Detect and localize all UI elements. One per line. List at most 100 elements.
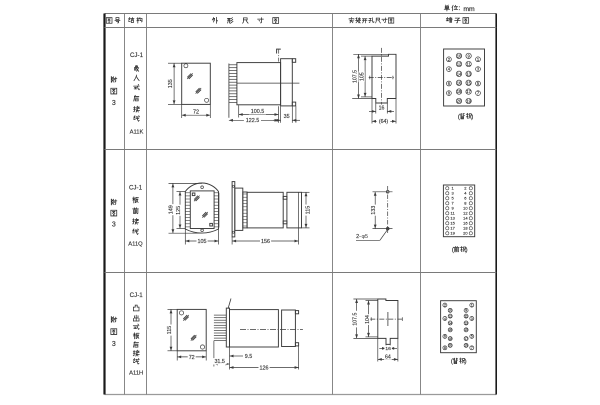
svg-text:1: 1 (477, 57, 480, 62)
svg-text:13: 13 (450, 216, 455, 221)
svg-text:107.5: 107.5 (352, 70, 358, 83)
svg-text:16: 16 (379, 106, 385, 112)
svg-text:17: 17 (464, 337, 468, 341)
svg-text:12: 12 (463, 211, 468, 216)
svg-text:35: 35 (284, 114, 290, 120)
svg-text:115: 115 (306, 206, 312, 215)
svg-text:4: 4 (448, 67, 451, 72)
svg-text:A11K: A11K (130, 129, 144, 135)
svg-text:11: 11 (466, 62, 471, 67)
svg-text:3: 3 (451, 191, 454, 196)
svg-text:19: 19 (450, 231, 455, 236)
svg-text:100.5: 100.5 (251, 109, 265, 115)
svg-text:1: 1 (451, 186, 454, 191)
svg-text:18: 18 (457, 89, 462, 94)
svg-text:CJ-1: CJ-1 (130, 292, 144, 299)
svg-text:13: 13 (466, 71, 471, 76)
svg-text:14: 14 (457, 71, 462, 76)
svg-text:9: 9 (451, 206, 454, 211)
svg-text:31.5: 31.5 (214, 359, 225, 365)
svg-text:20: 20 (457, 99, 462, 104)
svg-text:): ) (465, 247, 467, 254)
svg-text:18: 18 (448, 337, 452, 341)
svg-text:156: 156 (261, 239, 270, 245)
svg-text:72: 72 (189, 355, 195, 361)
svg-text:17: 17 (466, 89, 471, 94)
svg-text:4: 4 (444, 317, 446, 321)
svg-text:A11Q: A11Q (128, 241, 143, 247)
svg-text:19: 19 (464, 344, 468, 348)
svg-text:4: 4 (464, 191, 467, 196)
svg-text:135: 135 (168, 79, 174, 88)
svg-text:): ) (471, 113, 473, 120)
svg-text:11: 11 (451, 211, 456, 216)
svg-text:10: 10 (463, 206, 468, 211)
svg-text:5: 5 (477, 81, 480, 86)
svg-text:2: 2 (444, 303, 446, 307)
svg-text:149: 149 (169, 205, 175, 214)
svg-text:9.5: 9.5 (245, 354, 253, 360)
svg-text:122.5: 122.5 (246, 118, 260, 124)
svg-text:14: 14 (448, 321, 452, 325)
svg-text:115: 115 (167, 326, 173, 335)
svg-text:5: 5 (451, 196, 454, 201)
svg-text:14: 14 (463, 216, 468, 221)
svg-text:2-: 2- (356, 234, 361, 240)
svg-text:16: 16 (385, 346, 391, 352)
svg-text:15: 15 (450, 221, 455, 226)
svg-text:64: 64 (385, 354, 391, 360)
svg-text:12: 12 (457, 62, 462, 67)
svg-text:11: 11 (464, 314, 468, 318)
svg-text:107.5: 107.5 (353, 312, 359, 325)
svg-text:20: 20 (463, 231, 468, 236)
svg-text:72: 72 (193, 109, 199, 115)
svg-text:3: 3 (112, 221, 116, 228)
svg-text:3: 3 (471, 317, 473, 321)
svg-text:6: 6 (464, 196, 467, 201)
svg-text:1: 1 (471, 303, 473, 307)
svg-text::: : (458, 5, 460, 12)
svg-text:15: 15 (466, 80, 471, 85)
svg-text:(: ( (458, 113, 461, 120)
svg-text:9: 9 (467, 53, 470, 58)
svg-text:A11H: A11H (129, 370, 143, 376)
svg-text:10: 10 (448, 309, 452, 313)
svg-text:7: 7 (471, 346, 473, 350)
svg-text:(64): (64) (379, 119, 388, 125)
svg-text:12: 12 (448, 314, 452, 318)
svg-text:105: 105 (198, 239, 207, 245)
svg-text:φ5: φ5 (362, 234, 369, 240)
svg-text:3: 3 (112, 341, 116, 348)
svg-text:18: 18 (463, 226, 468, 231)
svg-text:CJ-1: CJ-1 (129, 185, 143, 192)
svg-text:17: 17 (450, 226, 455, 231)
svg-text:2: 2 (448, 57, 451, 62)
svg-text:mm: mm (463, 6, 475, 13)
svg-text:2: 2 (464, 186, 467, 191)
svg-text:7: 7 (477, 91, 480, 96)
svg-text:104: 104 (365, 315, 371, 324)
svg-text:3: 3 (112, 100, 116, 107)
svg-text:): ) (464, 358, 466, 365)
svg-text:8: 8 (444, 346, 446, 350)
svg-text:3: 3 (477, 67, 480, 72)
svg-text:(: ( (452, 247, 455, 254)
svg-text:CJ-1: CJ-1 (130, 52, 144, 59)
svg-text:7: 7 (451, 201, 454, 206)
svg-text:5: 5 (471, 335, 473, 339)
svg-text:20: 20 (448, 344, 452, 348)
svg-text:(: ( (451, 358, 454, 365)
svg-text:16: 16 (463, 221, 468, 226)
svg-text:126: 126 (260, 365, 269, 371)
svg-text:10: 10 (457, 53, 462, 58)
svg-text:15: 15 (464, 328, 468, 332)
svg-text:133: 133 (371, 206, 377, 215)
svg-text:8: 8 (464, 201, 467, 206)
svg-text:9: 9 (465, 309, 467, 313)
svg-text:13: 13 (464, 321, 468, 325)
svg-text:6: 6 (444, 335, 446, 339)
svg-text:19: 19 (466, 99, 471, 104)
svg-text:125: 125 (176, 206, 182, 215)
svg-text:105: 105 (359, 72, 365, 81)
svg-text:16: 16 (457, 80, 462, 85)
